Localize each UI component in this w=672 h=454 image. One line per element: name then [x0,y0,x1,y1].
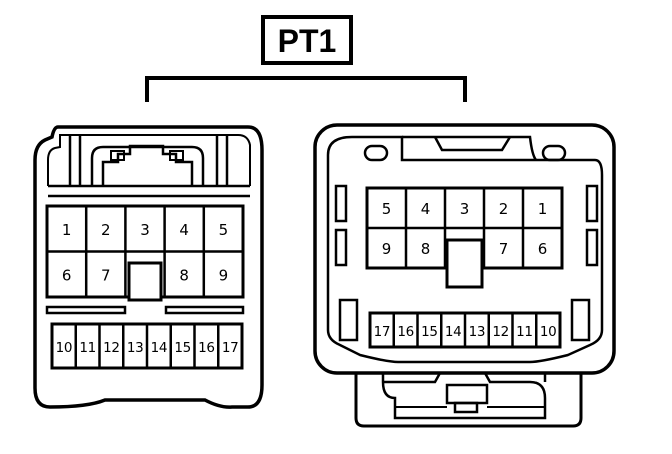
left-body-line [48,184,250,198]
pin-label: 1 [62,221,72,239]
right-pin-grid [367,188,562,268]
left-rail [45,305,127,315]
pin-label: 9 [219,266,229,284]
pin-label: 7 [101,266,111,284]
pin-label: 14 [151,340,168,356]
left-pin-grid [47,206,243,297]
right-side-slot [585,184,599,223]
right-small-pin-grid [392,313,538,347]
left-housing-inner [47,134,251,186]
right-corner-slot [363,144,389,162]
right-connector [313,123,616,428]
right-top-notch [402,135,538,161]
pin-label: 15 [174,340,191,356]
right-housing-outline [313,123,616,375]
right-key-slot [445,238,484,289]
left-rail [164,305,245,315]
pin-label: 9 [382,240,392,258]
pin-label: 13 [127,340,144,356]
right-side-slot [334,228,348,267]
right-housing-inner [326,135,604,364]
left-latch-tab [169,150,184,161]
pin-label: 8 [421,240,431,258]
left-connector [33,125,264,409]
pin-label: 6 [538,240,548,258]
left-small-pin-grid [74,324,220,368]
pin-label: 8 [179,266,189,284]
left-latch-tab [110,150,125,161]
pin-label: 12 [103,340,120,356]
pin-label: 7 [499,240,509,258]
left-key-slot [127,261,163,302]
left-latch-frame [90,145,205,186]
pin-label: 2 [101,221,111,239]
right-side-slot [585,228,599,267]
pin-label: 16 [198,340,215,356]
title-bracket [145,76,467,102]
pin-label: 13 [469,324,486,340]
title-text: PT1 [278,23,337,59]
pin-label: 5 [382,200,392,218]
left-latch-inner [101,144,194,186]
right-corner-slot [541,144,567,162]
right-side-slot [338,298,359,342]
left-housing-outline [33,125,264,409]
pin-label: 1 [538,200,548,218]
pin-label: 4 [179,221,189,239]
left-latch-outer [68,135,229,186]
right-latch-tab [445,383,489,405]
pin-label: 15 [421,324,438,340]
pin-label: 12 [492,324,509,340]
pin-label: 17 [222,340,239,356]
pin-label: 11 [516,324,533,340]
pin-label: 3 [460,200,470,218]
title-label-group: PT1 [261,15,353,65]
pin-label: 6 [62,266,72,284]
right-side-slot [570,298,591,342]
pin-label: 2 [499,200,509,218]
pin-label: 10 [56,340,73,356]
pin-label: 3 [140,221,150,239]
right-bottom-latch-inner [381,372,547,420]
pin-label: 14 [445,324,462,340]
pin-label: 4 [421,200,431,218]
title-box [261,15,353,65]
pin-label: 5 [219,221,229,239]
right-side-slot [334,184,348,223]
pin-label: 17 [374,324,391,340]
right-latch-tab-inner [453,401,479,414]
right-bottom-latch [354,373,583,428]
pin-label: 11 [79,340,96,356]
pin-label: 16 [397,324,414,340]
pin-label: 10 [540,324,557,340]
